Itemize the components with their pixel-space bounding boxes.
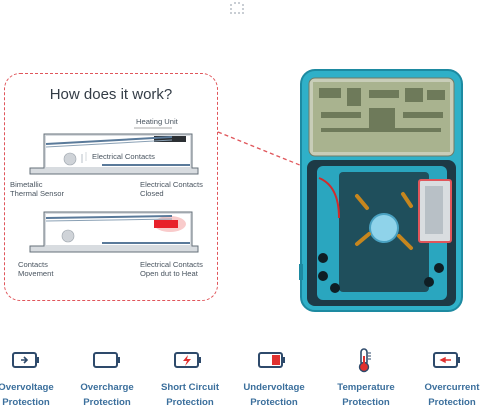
heating-unit-block — [154, 136, 186, 142]
empty-battery-icon — [93, 352, 120, 368]
contacts-movement-label-1: Contacts — [18, 260, 48, 269]
undervoltage-label: Undervoltage Protection — [234, 380, 314, 410]
temperature-label-line1: Temperature — [337, 382, 395, 393]
diagram-title: How does it work? — [49, 86, 173, 103]
bimetallic-label-2: Thermal Sensor — [10, 189, 65, 198]
protection-item-short-circuit — [150, 350, 226, 375]
hot-heating-unit — [154, 220, 178, 228]
contacts-movement-label-2: Movement — [18, 269, 54, 278]
battery-bolt-icon — [12, 352, 39, 368]
overvoltage-label-line2: Protection — [2, 397, 50, 408]
power-station-internals-image — [299, 69, 463, 312]
overvoltage-label: Overvoltage Protection — [0, 380, 64, 410]
overcharge-label-line1: Overcharge — [80, 382, 134, 393]
protection-item-overvoltage — [0, 350, 64, 375]
undervoltage-label-line2: Protection — [250, 397, 298, 408]
overcurrent-label-line1: Overcurrent — [424, 382, 480, 393]
contacts-closed-label-2: Closed — [140, 189, 164, 198]
overcharge-label: Overcharge Protection — [69, 380, 145, 410]
overcurrent-label: Overcurrent Protection — [412, 380, 492, 410]
closed-switch-diagram — [29, 127, 199, 175]
protection-item-overcharge — [69, 350, 145, 375]
undervoltage-label-line1: Undervoltage — [243, 382, 305, 393]
contacts-closed-label-1: Electrical Contacts — [140, 180, 203, 189]
diagram-callout — [4, 73, 218, 301]
contacts-open-label-2: Open dut to Heat — [140, 269, 198, 278]
bimetallic-label-1: Bimetallic — [10, 180, 43, 189]
short-circuit-label: Short Circuit Protection — [150, 380, 230, 410]
top-marker-icon — [230, 2, 244, 14]
contacts-open-label-1: Electrical Contacts — [140, 260, 203, 269]
protection-item-overcurrent — [409, 350, 485, 375]
temperature-label: Temperature Protection — [326, 380, 406, 410]
protection-item-temperature — [326, 348, 402, 378]
temperature-label-line2: Protection — [342, 397, 390, 408]
overvoltage-label-line1: Overvoltage — [0, 382, 54, 393]
electrical-contacts-label: Electrical Contacts — [92, 152, 155, 161]
protection-item-undervoltage — [234, 350, 310, 375]
short-circuit-label-line2: Protection — [166, 397, 214, 408]
battery-lightning-icon — [174, 352, 201, 368]
overcurrent-label-line2: Protection — [428, 397, 476, 408]
overcharge-label-line2: Protection — [83, 397, 131, 408]
short-circuit-label-line1: Short Circuit — [160, 382, 220, 393]
battery-spark-icon — [433, 352, 460, 368]
open-switch-diagram — [29, 211, 199, 253]
low-battery-icon — [258, 352, 285, 368]
thermometer-icon — [358, 348, 371, 373]
heating-unit-label: Heating Unit — [136, 117, 178, 126]
